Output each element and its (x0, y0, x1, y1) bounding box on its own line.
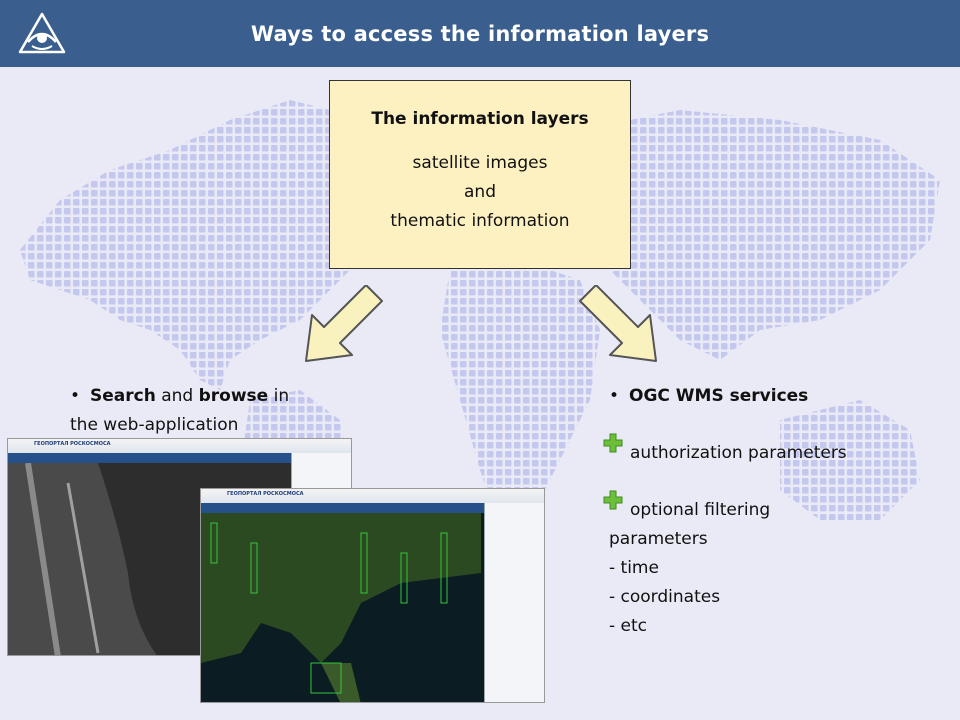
satellite-logo-icon (18, 12, 66, 54)
infobox-title: The information layers (371, 109, 589, 129)
left-text-2: in (268, 386, 290, 406)
web-application-text: • Search and browse in the web-applicatio… (70, 382, 330, 440)
browse-bold: browse (198, 386, 269, 406)
right-line-3: parameters (609, 529, 708, 549)
filtering-item: optional filtering (630, 500, 771, 520)
right-line-5: - coordinates (609, 587, 721, 607)
infobox-line-3: thematic information (390, 211, 570, 231)
infobox-line-1: satellite images (412, 153, 548, 173)
web-app-screenshot-2: ГЕОПОРТАЛ РОСКОСМОСА (200, 488, 545, 703)
page-title: Ways to access the information layers (250, 21, 710, 46)
information-layers-box: The information layers satellite images … (329, 80, 631, 269)
wms-title: OGC WMS services (629, 386, 809, 406)
header-bar: Ways to access the information layers (0, 0, 960, 67)
left-text-1: and (155, 386, 199, 406)
screenshot-title: ГЕОПОРТАЛ РОСКОСМОСА (227, 491, 304, 497)
bullet-icon: • (70, 386, 81, 406)
right-line-4: - time (609, 558, 659, 578)
left-line-2: the web-application (70, 415, 239, 435)
right-line-6: - etc (609, 616, 648, 636)
satellite-image-color (201, 513, 481, 702)
screenshot-title: ГЕОПОРТАЛ РОСКОСМОСА (34, 441, 111, 447)
search-bold: Search (90, 386, 156, 406)
bullet-icon: • (609, 386, 620, 406)
plus-icon (603, 490, 623, 510)
arrow-down-right-icon (579, 285, 657, 362)
plus-icon (603, 433, 623, 453)
infobox-line-2: and (464, 182, 496, 202)
arrow-down-left-icon (305, 285, 383, 362)
authorization-item: authorization parameters (630, 443, 847, 463)
wms-services-text: • OGC WMS services authorization paramete… (603, 382, 949, 641)
